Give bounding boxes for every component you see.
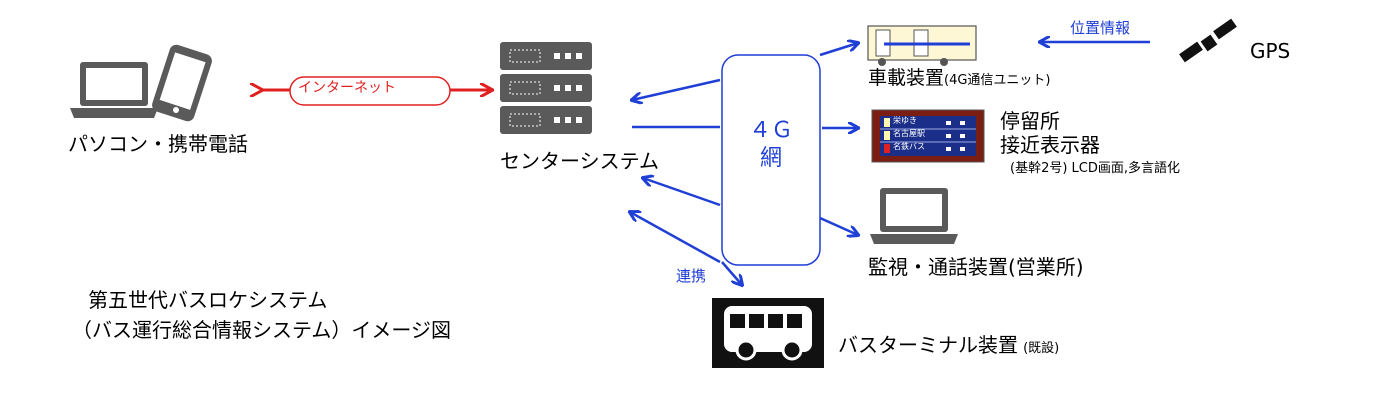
bus-onboard-icon [867,25,977,66]
onboard-main-label: 車載装置 [868,67,945,89]
gps-label: GPS [1250,39,1291,63]
display-row-2: 名古屋駅 [893,129,925,138]
onboard-sub-label: (4G通信ユニット) [944,73,1051,88]
monitor-laptop-icon [870,188,958,244]
arrow-network-to-center-top [632,78,721,100]
arrow-network-to-terminal [721,261,742,285]
terminal-label: バスターミナル装置 (既設) [838,334,1059,357]
arrow-network-to-monitor [819,216,858,235]
title-line2: （バス運行総合情報システム）イメージ図 [72,318,451,342]
smartphone-icon [152,44,212,122]
pc-phone-label: パソコン・携帯電話 [68,132,248,156]
display-row-3: 名鉄バス [893,142,925,151]
cooperation-label: 連携 [676,267,707,285]
bus-icon [712,298,824,368]
onboard-label: 車載装置(4G通信ユニット) [868,67,1051,90]
display-board-icon [871,109,985,163]
laptop-icon [70,62,158,118]
center-system-label: センターシステム [500,149,659,173]
display-row-1: 栄ゆき [893,116,917,125]
arrow-network-to-onboard [819,43,858,57]
network-label-line1: ４Ｇ [748,118,793,143]
terminal-sub-label: (既設) [1023,341,1060,356]
stop-display-label-line2: 接近表示器 [1000,133,1100,157]
arrow-network-to-center-low [643,178,721,207]
monitor-label: 監視・通話装置(営業所) [868,255,1084,279]
internet-label: インターネット [298,80,396,96]
stop-display-label-line1: 停留所 [1000,109,1060,133]
position-info-label: 位置情報 [1070,19,1131,37]
stop-display-note: (基幹2号) LCD画面,多言語化 [1010,161,1181,176]
arrow-cooperation-to-center [630,212,721,264]
internet-label-box [289,76,451,106]
network-cloud [721,54,821,266]
server-icon [500,42,592,134]
terminal-main-label: バスターミナル装置 [838,333,1018,357]
network-label-line2: 網 [759,146,782,171]
satellite-icon [1179,18,1237,63]
title-line1: 第五世代バスロケシステム [88,288,328,312]
